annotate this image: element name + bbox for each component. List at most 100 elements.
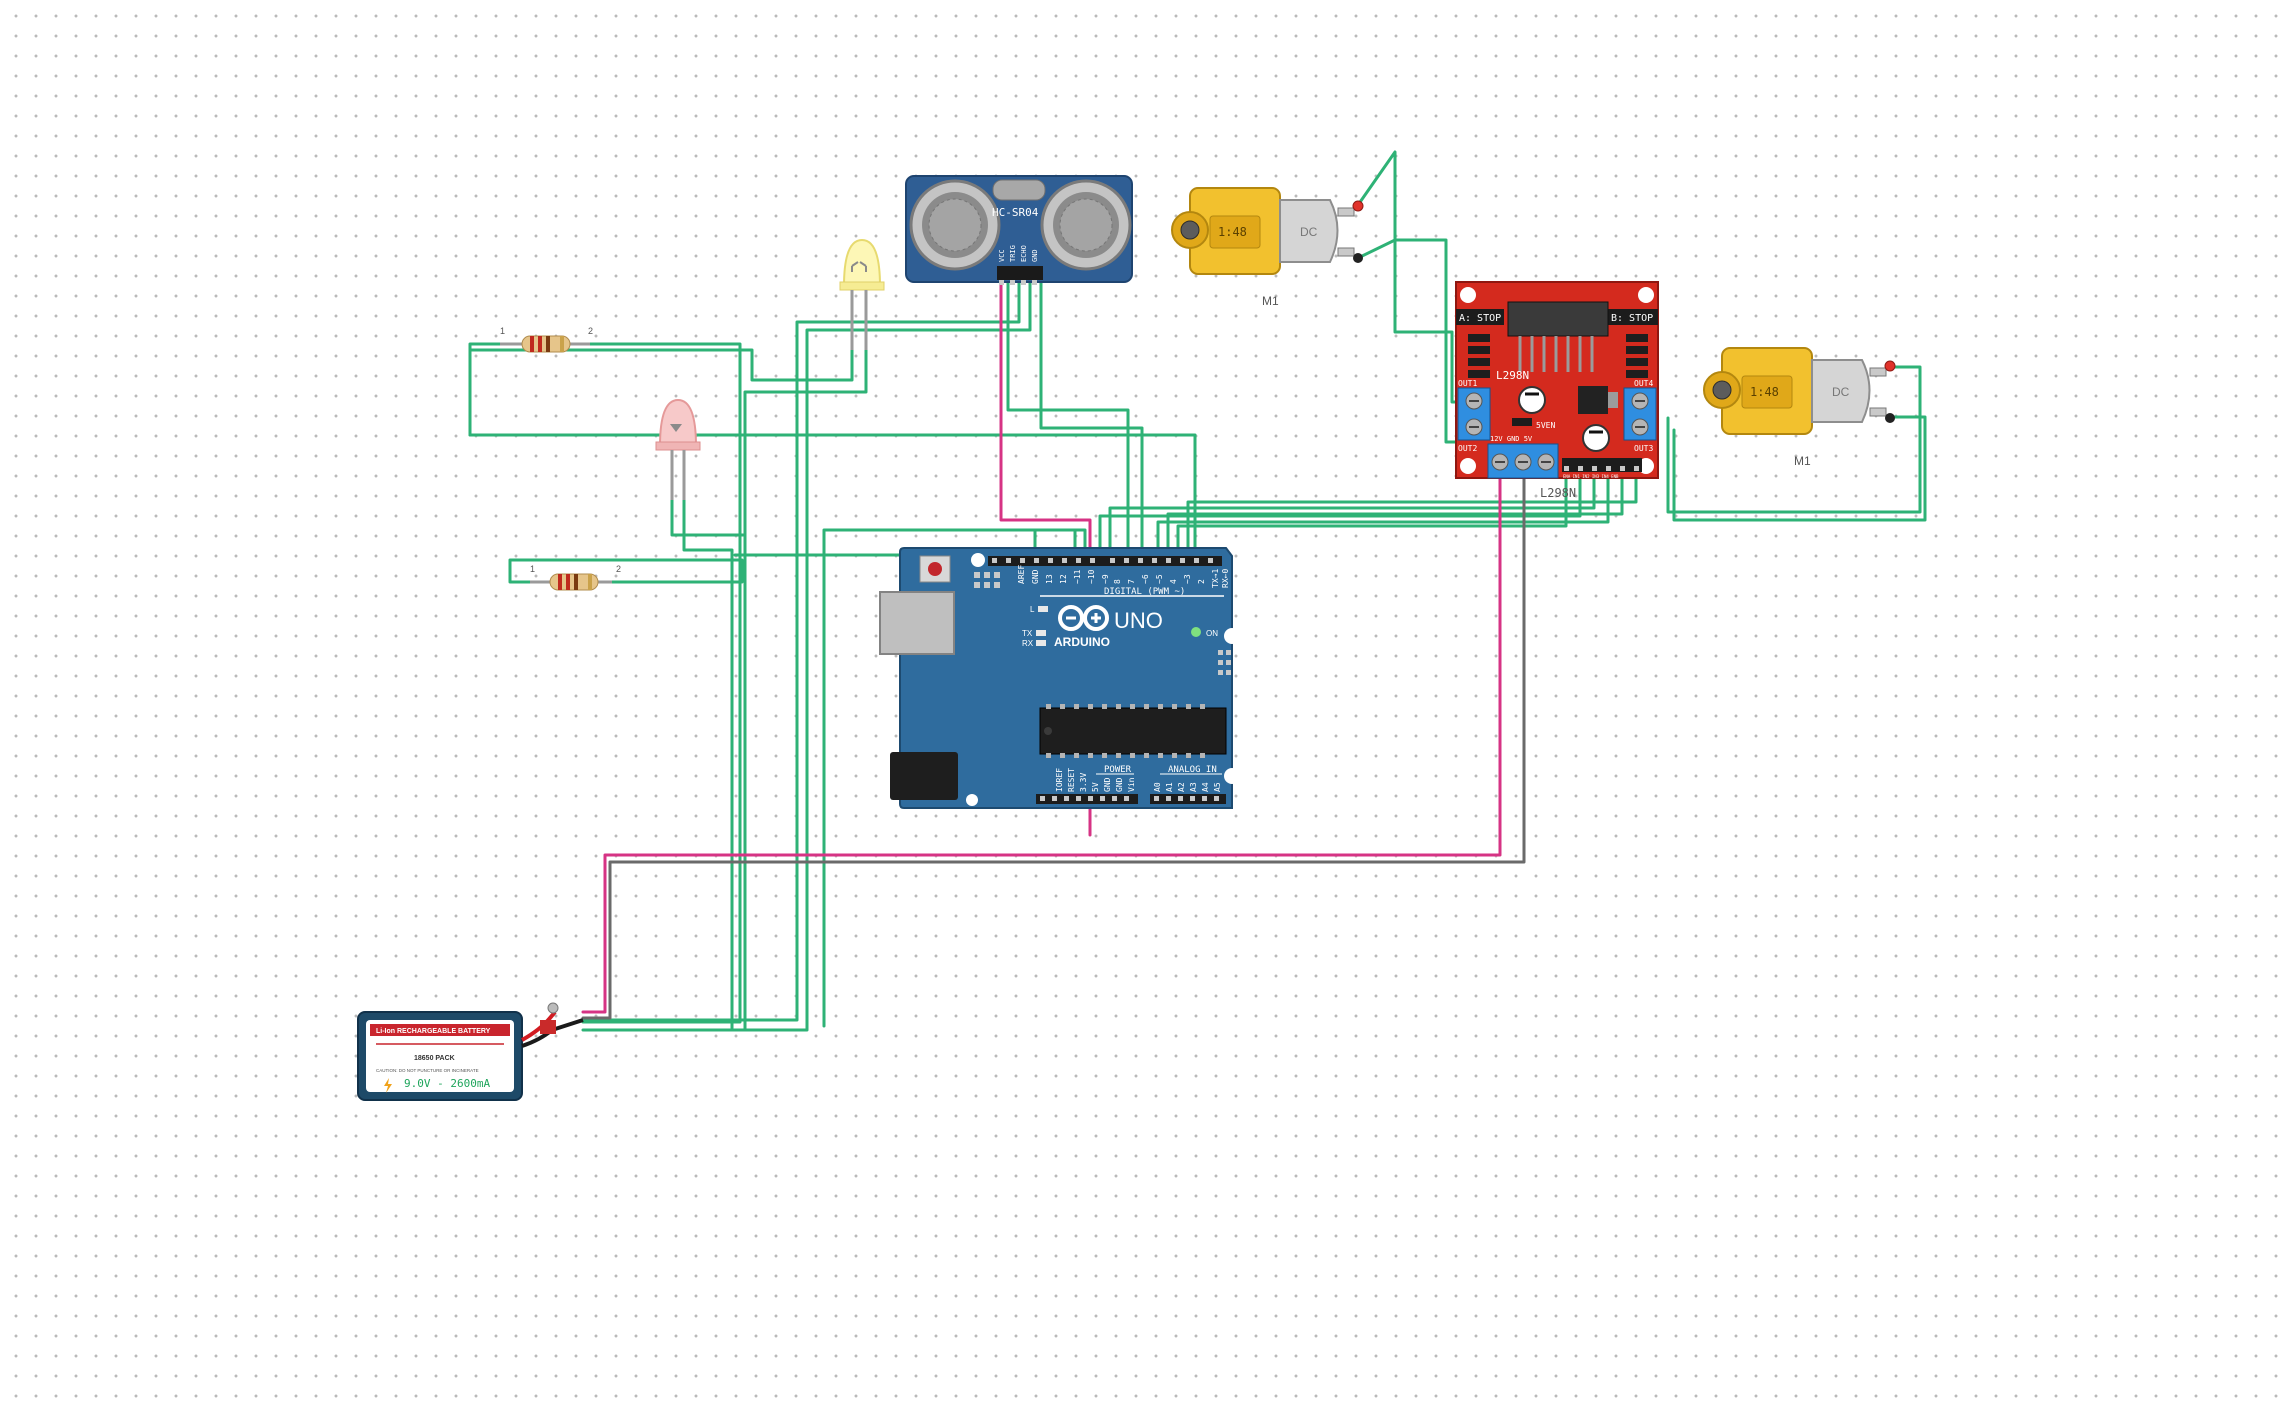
pin-gnd-d: GND [1031, 569, 1040, 584]
motor1-body: DC [1300, 225, 1318, 239]
usb-port[interactable] [879, 591, 955, 655]
wire-driver-in3[interactable] [1156, 468, 1610, 558]
sonar-label: HC-SR04 [992, 206, 1039, 219]
wire-driver-ena[interactable] [1176, 468, 1568, 558]
driver-status-b [1608, 309, 1658, 325]
resistor-1[interactable]: 1 2 [500, 326, 593, 353]
wires [468, 150, 1927, 1032]
pin-13: 13 [1045, 574, 1054, 584]
motor2-designator: M1 [1794, 454, 1811, 468]
pin-9: ~9 [1101, 574, 1110, 584]
wire-led-yellow-a[interactable] [468, 348, 1197, 558]
driver-status-a [1456, 309, 1504, 325]
wire-driver-in4[interactable] [1166, 468, 1624, 558]
pin-7: 7 [1127, 579, 1136, 584]
analog-header[interactable] [1150, 794, 1226, 804]
driver-out3: OUT3 [1634, 444, 1653, 453]
sonar-pin-gnd: GND [1031, 249, 1039, 262]
pin-10: ~10 [1087, 569, 1096, 584]
pin-a3: A3 [1189, 782, 1198, 792]
motor2-ratio: 1:48 [1750, 385, 1779, 399]
wire-res2[interactable] [508, 558, 744, 584]
battery-caution: CAUTION: DO NOT PUNCTURE OR INCINERATE [376, 1068, 479, 1073]
pin-a2: A2 [1177, 782, 1186, 792]
driver-out2: OUT2 [1458, 444, 1477, 453]
dc-motor-1[interactable]: 1:48 DC M1 [1171, 187, 1364, 308]
wire-sonar-vcc[interactable] [581, 280, 1021, 1022]
pin-4: 4 [1169, 579, 1178, 584]
arduino-brand: ARDUINO [1054, 635, 1110, 649]
wire-sonar-gnd[interactable] [581, 280, 1032, 1032]
driver-caption: L298N [1540, 486, 1576, 500]
reset-button[interactable] [928, 562, 942, 576]
digital-header[interactable] [988, 556, 1222, 566]
pin-5v: 5V [1091, 782, 1100, 792]
battery-9v[interactable]: Li-Ion RECHARGEABLE BATTERY 18650 PACK C… [357, 1002, 584, 1101]
resistor-2-pin1: 1 [530, 564, 535, 574]
wire-motor1-a[interactable] [1356, 150, 1462, 404]
driver-out1: OUT1 [1458, 379, 1477, 388]
pin-11: ~11 [1073, 569, 1082, 584]
pin-0: RX←0 [1221, 569, 1230, 588]
power-jack[interactable] [890, 752, 958, 800]
pin-2: 2 [1197, 579, 1206, 584]
led-l-label: L [1030, 605, 1035, 614]
wire-pink-battery[interactable] [581, 468, 1502, 1014]
wire-driver-in1[interactable] [1098, 468, 1582, 558]
driver-logic-header[interactable] [1562, 458, 1642, 472]
sonar-pin-trig: TRIG [1009, 245, 1017, 262]
power-header[interactable] [1036, 794, 1138, 804]
resistor-1-pin2: 2 [588, 326, 593, 336]
pin-gnd-1: GND [1103, 777, 1112, 792]
wire-motor2-a[interactable] [1666, 365, 1922, 514]
digital-header-label: DIGITAL (PWM ~) [1104, 587, 1185, 597]
pin-a0: A0 [1153, 782, 1162, 792]
pin-3: ~3 [1183, 574, 1192, 584]
driver-power-pins: 12V GND 5V [1490, 435, 1533, 443]
sonar-pin-echo: ECHO [1020, 245, 1028, 262]
power-header-label: POWER [1104, 765, 1132, 775]
wire-res1-right[interactable] [581, 342, 742, 1024]
led-rx-label: RX [1022, 639, 1034, 648]
dc-motor-2[interactable]: 1:48 DC M1 [1703, 347, 1896, 468]
led-red[interactable] [655, 398, 701, 500]
wire-led-red-a[interactable] [670, 498, 747, 537]
wire-led-yellow-b[interactable] [743, 348, 868, 1032]
driver-chip-label: L298N [1496, 369, 1529, 382]
pin-gnd-2: GND [1115, 777, 1124, 792]
resistor-2[interactable]: 1 2 [530, 564, 621, 591]
wire-res1-left[interactable] [468, 342, 502, 437]
pin-5: ~5 [1155, 574, 1164, 584]
resistor-2-pin2: 2 [616, 564, 621, 574]
pin-3v3: 3.3V [1079, 773, 1088, 792]
wire-driver-in2[interactable] [1108, 468, 1596, 558]
sonar-pins[interactable] [999, 280, 1037, 285]
driver-enable-label: 5VEN [1536, 421, 1555, 430]
wire-led-red-b[interactable] [682, 498, 734, 1030]
driver-status-b-text: B: STOP [1611, 313, 1653, 324]
wire-sonar-echo[interactable] [1039, 280, 1144, 558]
wire-gnd-arduino[interactable] [822, 528, 1087, 1028]
pin-8: 8 [1113, 579, 1122, 584]
arduino-uno-board[interactable]: AREF GND 13 12 ~11 ~10 ~9 8 7 ~6 ~5 4 ~3… [879, 547, 1240, 809]
hc-sr04-sensor[interactable]: HC-SR04 VCC TRIG ECHO GND [905, 175, 1133, 285]
pin-a5: A5 [1213, 782, 1222, 792]
wire-motor2-b[interactable] [1672, 415, 1927, 522]
arduino-logo-plus [1083, 605, 1109, 631]
arduino-logo-minus [1058, 605, 1084, 631]
wire-motor1-b[interactable] [1356, 238, 1462, 444]
atmega-chip [1039, 707, 1227, 755]
battery-title: Li-Ion RECHARGEABLE BATTERY [376, 1028, 491, 1035]
resistor-1-pin1: 1 [500, 326, 505, 336]
driver-out4: OUT4 [1634, 379, 1653, 388]
wire-gray-battery[interactable] [581, 468, 1526, 1020]
motor2-body: DC [1832, 385, 1850, 399]
battery-pack: 18650 PACK [414, 1055, 455, 1062]
pin-12: 12 [1059, 574, 1068, 584]
wire-sonar-trig[interactable] [1006, 280, 1130, 558]
led-yellow[interactable] [839, 238, 885, 350]
arduino-model: UNO [1114, 608, 1163, 633]
wire-driver-enb[interactable] [1186, 468, 1638, 558]
l298n-motor-driver[interactable]: A: STOP B: STOP L298N 5VEN O [1455, 281, 1659, 500]
